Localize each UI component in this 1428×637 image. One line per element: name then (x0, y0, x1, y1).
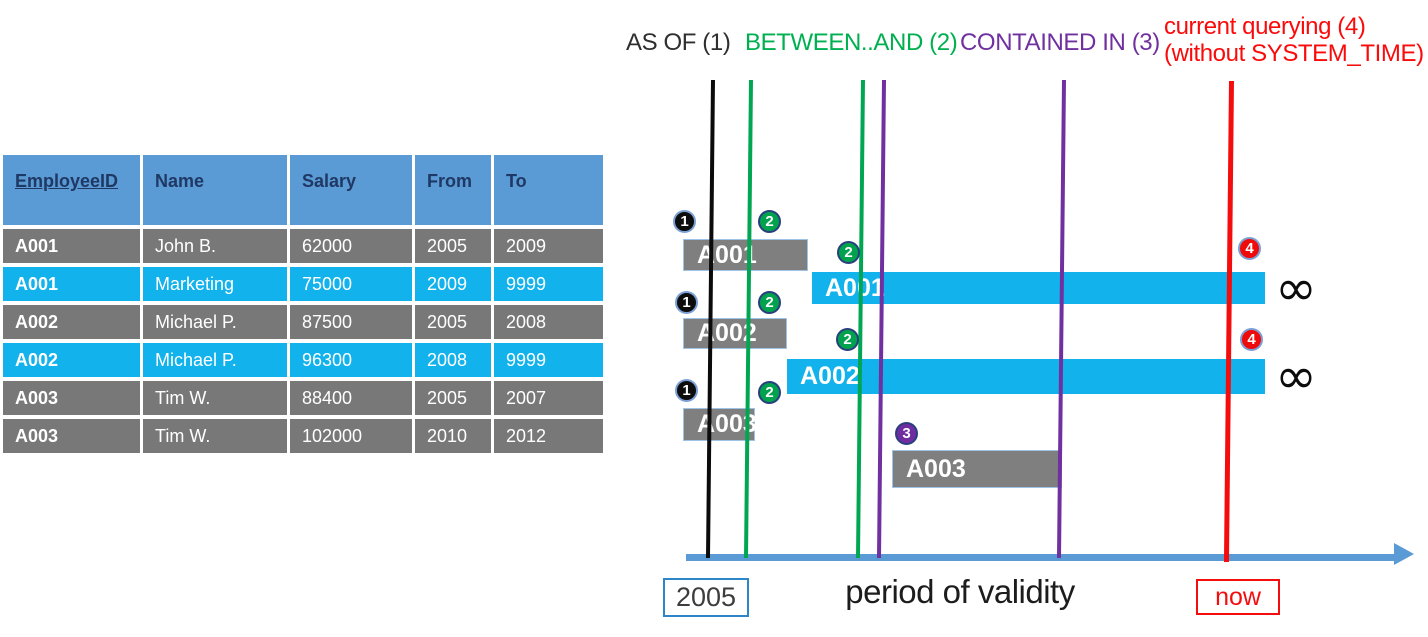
time-axis (686, 554, 1394, 561)
legend-current-line1: current querying (4) (1164, 13, 1366, 40)
table-cell-highlighted: 2008 (415, 343, 491, 377)
table-cell-highlighted: 96300 (290, 343, 412, 377)
table-cell-highlighted: A002 (3, 343, 140, 377)
column-header-to: To (494, 155, 603, 225)
table-cell-highlighted: Michael P. (143, 343, 287, 377)
table-cell: 2010 (415, 419, 491, 453)
table-cell-highlighted: 75000 (290, 267, 412, 301)
column-header-employeeid: EmployeeID (3, 155, 140, 225)
table-cell: 2009 (494, 229, 603, 263)
table-cell: Tim W. (143, 419, 287, 453)
marker-between-and: 2 (837, 241, 860, 264)
table-cell: 88400 (290, 381, 412, 415)
table-cell-highlighted: A001 (3, 267, 140, 301)
marker-between-and: 2 (836, 328, 859, 351)
validity-bar-a001-closed: A001 (683, 239, 808, 271)
now-line (1223, 80, 1234, 562)
table-cell: A003 (3, 419, 140, 453)
marker-between-and: 2 (758, 381, 781, 404)
validity-bar-a001-open: A001 (812, 272, 1265, 304)
legend-contained-in: CONTAINED IN (3) (960, 29, 1160, 56)
table-cell: A001 (3, 229, 140, 263)
table-cell: 2005 (415, 381, 491, 415)
marker-as-of: 1 (673, 210, 696, 233)
marker-contained-in: 3 (895, 422, 918, 445)
table-cell: 2005 (415, 305, 491, 339)
table-cell: Michael P. (143, 305, 287, 339)
axis-start-year-box: 2005 (663, 578, 749, 617)
legend-current-line2: (without SYSTEM_TIME) (1164, 40, 1424, 67)
column-header-from: From (415, 155, 491, 225)
validity-bar-a003-first: A003 (683, 408, 757, 441)
table-cell: 87500 (290, 305, 412, 339)
column-header-salary: Salary (290, 155, 412, 225)
infinity-icon: ∞ (1275, 259, 1317, 317)
table-cell: Tim W. (143, 381, 287, 415)
table-cell: 2012 (494, 419, 603, 453)
contained-start-line (876, 79, 886, 558)
table-cell: 2005 (415, 229, 491, 263)
axis-title: period of validity (845, 573, 1075, 610)
marker-as-of: 1 (675, 291, 698, 314)
validity-bar-a003-second: A003 (892, 450, 1062, 488)
table-cell-highlighted: 9999 (494, 343, 603, 377)
employee-table: EmployeeID Name Salary From To A001 John… (3, 155, 603, 453)
legend-between-and: BETWEEN..AND (2) (745, 29, 958, 56)
time-axis-arrow-icon (1394, 543, 1414, 565)
table-cell: 62000 (290, 229, 412, 263)
marker-current: 4 (1238, 237, 1261, 260)
between-end-line (855, 79, 865, 558)
validity-bar-a002-closed: A002 (683, 318, 787, 349)
axis-now-box: now (1196, 579, 1280, 615)
marker-as-of: 1 (675, 379, 698, 402)
legend-as-of: AS OF (1) (626, 29, 731, 56)
marker-current: 4 (1240, 328, 1263, 351)
column-header-name: Name (143, 155, 287, 225)
table-cell-highlighted: 9999 (494, 267, 603, 301)
validity-bar-a002-open: A002 (787, 359, 1265, 394)
table-cell-highlighted: Marketing (143, 267, 287, 301)
table-cell-highlighted: 2009 (415, 267, 491, 301)
legend-current-querying: current querying (4) (without SYSTEM_TIM… (1164, 13, 1424, 67)
contained-end-line (1056, 79, 1066, 558)
table-cell: John B. (143, 229, 287, 263)
table-cell: 2007 (494, 381, 603, 415)
table-cell: A003 (3, 381, 140, 415)
table-cell: A002 (3, 305, 140, 339)
marker-between-and: 2 (758, 291, 781, 314)
table-cell: 102000 (290, 419, 412, 453)
marker-between-and: 2 (758, 210, 781, 233)
table-cell: 2008 (494, 305, 603, 339)
infinity-icon: ∞ (1275, 347, 1317, 405)
